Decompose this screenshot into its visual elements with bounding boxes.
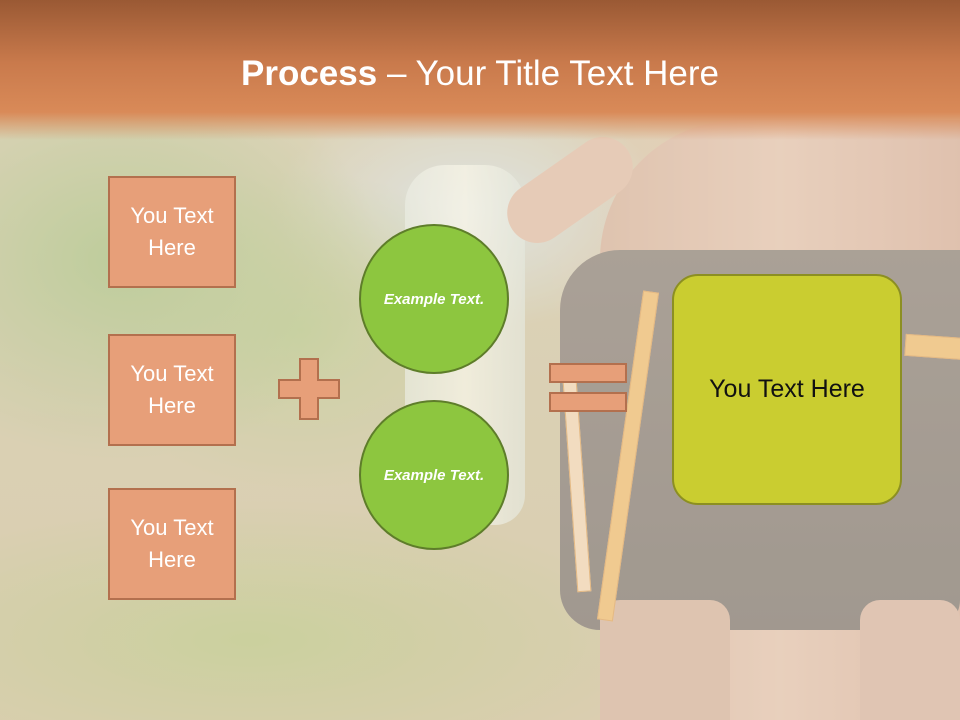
example-circle-2[interactable]: Example Text.	[359, 400, 509, 550]
example-circle-1[interactable]: Example Text.	[359, 224, 509, 374]
equals-bar-top	[549, 363, 627, 383]
plus-icon	[278, 358, 340, 420]
title-bold: Process	[241, 54, 378, 93]
text-box-2[interactable]: You Text Here	[108, 334, 236, 446]
text-box-label: You Text Here	[130, 361, 214, 418]
result-label: You Text Here	[709, 375, 865, 403]
leg-image	[860, 600, 960, 720]
title-bar	[0, 0, 960, 140]
title-rest: – Your Title Text Here	[377, 54, 719, 93]
text-box-label: You Text Here	[130, 515, 214, 572]
text-box-1[interactable]: You Text Here	[108, 176, 236, 288]
equals-bar-bottom	[549, 392, 627, 412]
circle-label: Example Text.	[383, 290, 485, 308]
text-box-3[interactable]: You Text Here	[108, 488, 236, 600]
circle-label: Example Text.	[383, 466, 485, 484]
page-title: Process – Your Title Text Here	[0, 52, 960, 96]
text-box-label: You Text Here	[130, 203, 214, 260]
leg-image	[600, 600, 730, 720]
result-box[interactable]: You Text Here	[672, 274, 902, 505]
